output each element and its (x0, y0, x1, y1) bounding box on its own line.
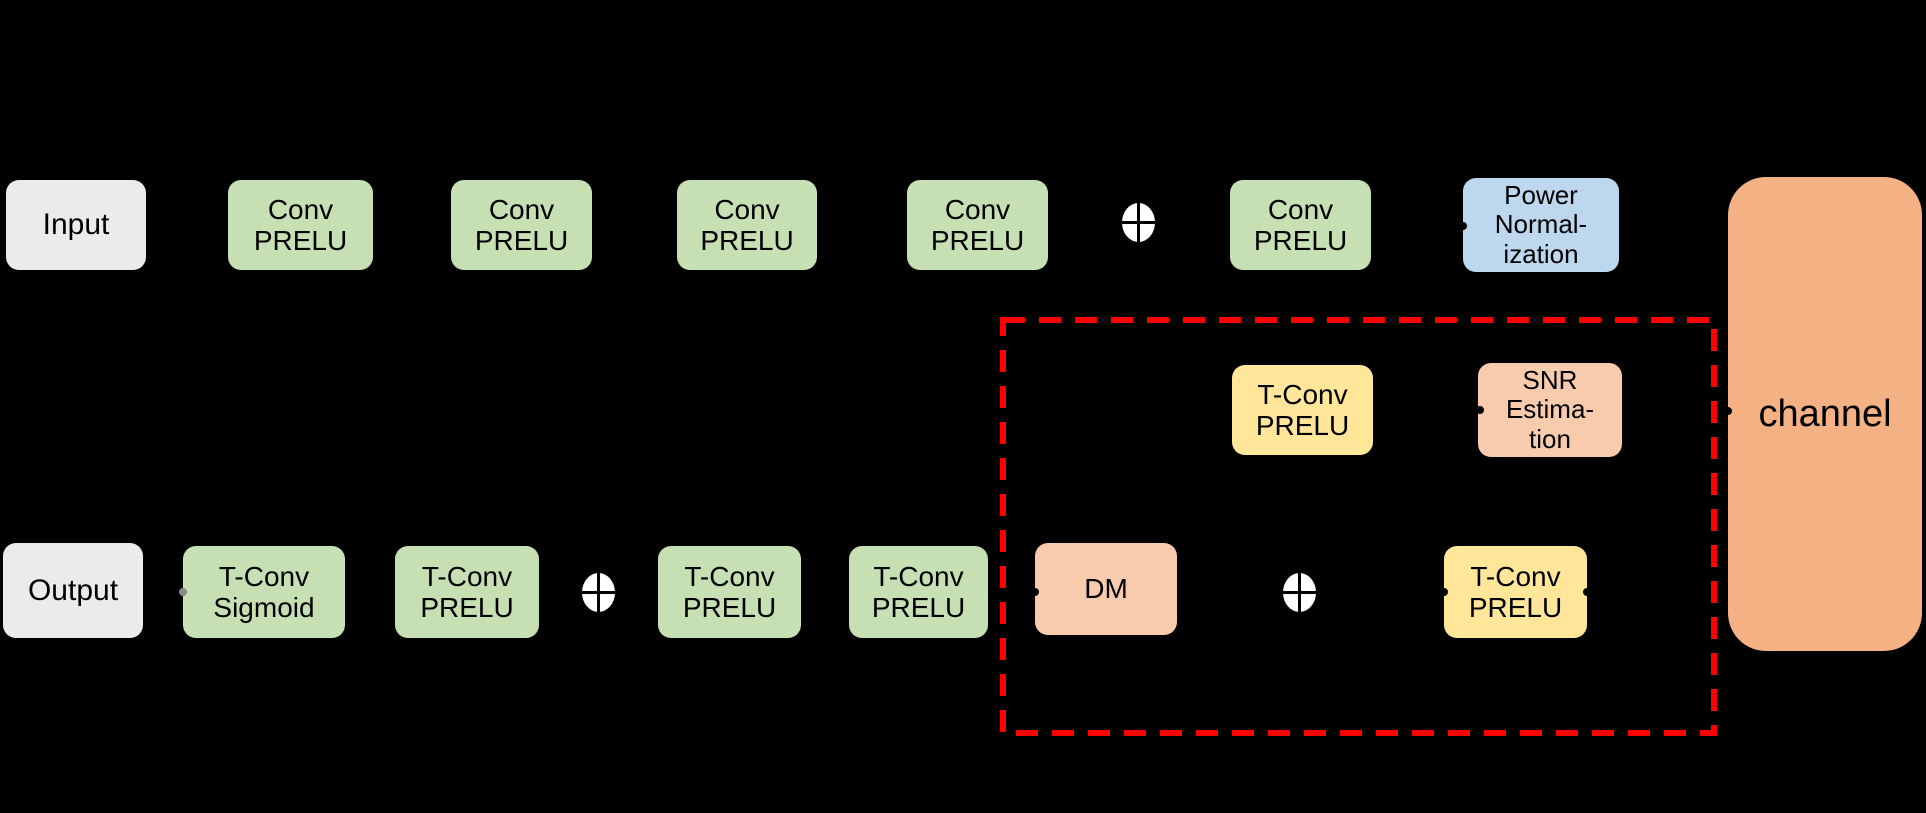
node-label-line: PRELU (1468, 592, 1563, 623)
node-label-line: T-Conv (1257, 378, 1348, 410)
node-label-line: tion (1529, 423, 1571, 454)
node-label-line: PRELU (700, 225, 794, 256)
node-label-line: T-Conv (1470, 560, 1561, 592)
node-channel: channel (1728, 177, 1922, 651)
node-label-line: T-Conv (218, 560, 310, 592)
node-label-line: Estima- (1505, 394, 1595, 425)
node-label-line: Power (1504, 180, 1578, 211)
node-label-line: Conv (944, 193, 1011, 225)
connector-dot (1440, 588, 1448, 596)
adder-bottom-right-plus-icon (1279, 569, 1319, 615)
connector-dot (1724, 407, 1732, 415)
node-label-line: Conv (1267, 193, 1334, 225)
connector-dot (1583, 588, 1591, 596)
connector-dot (1459, 222, 1467, 230)
red-dashed-rect (1000, 317, 1717, 736)
node-label-line: Conv (714, 193, 780, 225)
adder-top-plus-icon (1118, 199, 1158, 245)
node-label-line: Output (27, 573, 119, 607)
node-label-line: PRELU (253, 225, 348, 256)
node-label-line: PRELU (682, 592, 777, 623)
node-label-line: PRELU (420, 592, 514, 623)
node-output: Output (3, 543, 143, 638)
node-label-line: PRELU (1253, 225, 1348, 256)
node-label-line: DM (1084, 573, 1128, 605)
connector-dot (179, 588, 187, 596)
node-label-line: ization (1503, 238, 1579, 269)
connector-dot (1031, 588, 1039, 596)
connector-dot (1476, 406, 1484, 414)
node-label-line: Conv (488, 193, 555, 225)
red-dashed-region (1000, 317, 1717, 736)
node-label-line: Sigmoid (213, 592, 315, 623)
node-label-line: PRELU (871, 592, 966, 623)
node-label-line: PRELU (474, 225, 569, 256)
node-label-line: Conv (267, 193, 334, 225)
node-label-line: PRELU (1255, 410, 1350, 441)
node-label-line: T-Conv (684, 560, 775, 592)
node-label-line: channel (1758, 392, 1892, 435)
node-label-line: PRELU (930, 225, 1025, 256)
node-label-line: T-Conv (421, 560, 513, 592)
node-input: Input (6, 180, 146, 270)
node-label-line: Normal- (1494, 209, 1588, 240)
adder-bottom-left-plus-icon (578, 569, 618, 615)
node-label-line: SNR (1522, 365, 1578, 396)
node-label-line: T-Conv (873, 560, 964, 592)
node-dm: DM (1035, 543, 1177, 635)
node-label-line: Input (42, 208, 110, 242)
connector-dot (1298, 455, 1306, 463)
